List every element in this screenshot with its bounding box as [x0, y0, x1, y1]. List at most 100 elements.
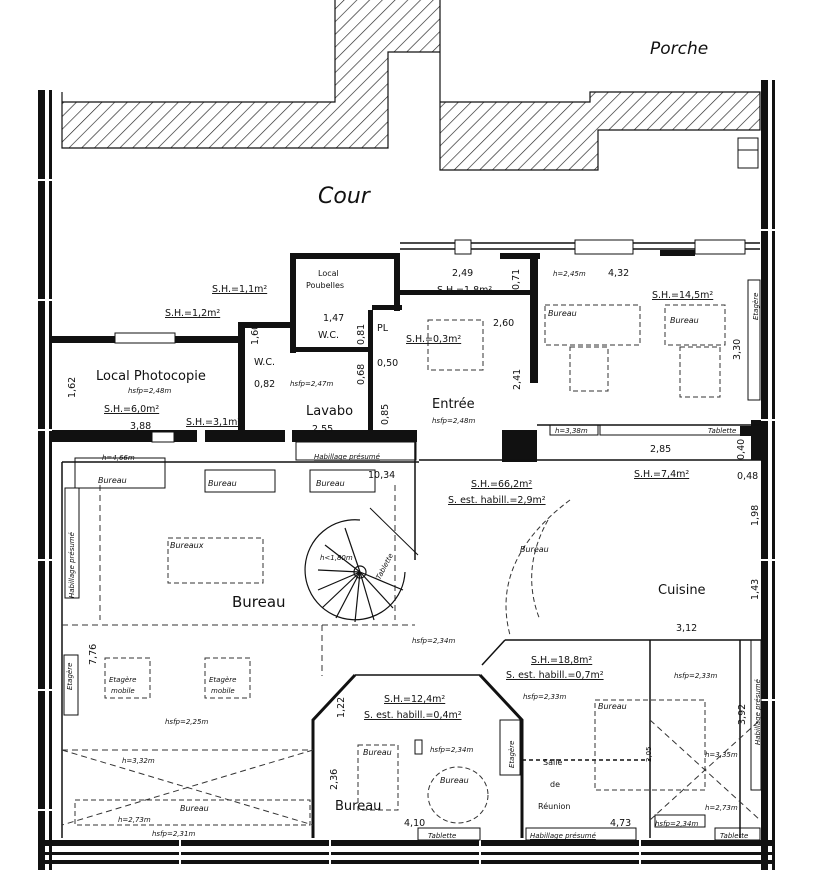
furniture-solid [63, 279, 762, 841]
svg-text:h=3,35m: h=3,35m [705, 751, 738, 759]
svg-text:hsfp=2,31m: hsfp=2,31m [152, 830, 195, 838]
svg-text:hsfp=2,47m: hsfp=2,47m [290, 380, 333, 388]
svg-text:h=2,73m: h=2,73m [705, 804, 738, 812]
room-salle-de-reunion: Salle [543, 758, 562, 767]
svg-text:hsfp=2,34m: hsfp=2,34m [430, 746, 473, 754]
svg-text:hsfp=2,25m: hsfp=2,25m [165, 718, 208, 726]
svg-text:mobile: mobile [111, 687, 135, 695]
svg-text:Réunion: Réunion [538, 801, 570, 811]
svg-text:1,98: 1,98 [750, 505, 761, 526]
hatched-neighbour-building [61, 0, 761, 171]
room-bureau-small: Bureau [335, 799, 381, 814]
svg-text:0,68: 0,68 [356, 364, 367, 385]
svg-text:Bureau: Bureau [180, 804, 209, 813]
svg-text:h=4,66m: h=4,66m [102, 454, 135, 462]
furniture-outlines [74, 304, 726, 826]
svg-text:Bureau: Bureau [316, 479, 345, 488]
svg-text:h=3,38m: h=3,38m [555, 427, 588, 435]
svg-text:Tablette: Tablette [375, 552, 395, 581]
svg-text:hsfp=2,48m: hsfp=2,48m [128, 387, 171, 395]
svg-text:0,81: 0,81 [356, 324, 367, 345]
labels: Porche Cour Local Poubelles S.H.=1,1m² S… [66, 39, 762, 840]
svg-text:Bureau: Bureau [520, 545, 549, 554]
svg-text:3,30: 3,30 [732, 339, 743, 360]
svg-text:Bureau: Bureau [548, 309, 577, 318]
svg-text:Etagère: Etagère [109, 676, 136, 684]
svg-text:10,34: 10,34 [368, 470, 395, 481]
interior-walls [52, 250, 765, 462]
svg-text:0,85: 0,85 [380, 404, 391, 425]
svg-text:7,76: 7,76 [88, 644, 99, 665]
svg-text:Tablette: Tablette [708, 427, 736, 435]
svg-text:S.H.=0,3m²: S.H.=0,3m² [406, 334, 461, 345]
svg-text:0,82: 0,82 [254, 379, 275, 390]
svg-text:hsfp=2,48m: hsfp=2,48m [432, 417, 475, 425]
svg-text:hsfp=2,33m: hsfp=2,33m [674, 672, 717, 680]
svg-text:S.H.=18,8m²: S.H.=18,8m² [531, 655, 592, 666]
svg-text:3,88: 3,88 [130, 421, 151, 432]
room-wc-2: W.C. [254, 357, 275, 368]
spiral-staircase [304, 507, 419, 623]
svg-text:0,48: 0,48 [737, 471, 758, 482]
svg-text:Habillage présumé: Habillage présumé [314, 453, 381, 461]
svg-text:Etagère: Etagère [752, 293, 760, 320]
svg-text:mobile: mobile [211, 687, 235, 695]
svg-text:4,10: 4,10 [404, 818, 425, 829]
svg-text:S.H.=66,2m²: S.H.=66,2m² [471, 479, 532, 490]
area-label: S.H.=1,1m² [212, 284, 267, 295]
svg-text:S.H.=14,5m²: S.H.=14,5m² [652, 290, 713, 301]
outer-walls [38, 80, 775, 870]
svg-text:Tablette: Tablette [428, 832, 456, 840]
svg-text:Habillage présumé: Habillage présumé [754, 678, 762, 745]
svg-text:1,22: 1,22 [336, 697, 347, 718]
svg-text:S.H.=12,4m²: S.H.=12,4m² [384, 694, 445, 705]
svg-text:Habillage présumé: Habillage présumé [68, 531, 76, 598]
svg-text:0,40: 0,40 [736, 439, 747, 460]
porche-label: Porche [650, 39, 708, 59]
room-bureau: Bureau [232, 593, 286, 611]
svg-text:2,85: 2,85 [650, 444, 671, 455]
svg-text:1,47: 1,47 [323, 313, 344, 324]
room-wc: W.C. [318, 330, 339, 341]
svg-text:h=2,73m: h=2,73m [118, 816, 151, 824]
porch-step [737, 137, 759, 169]
svg-text:S.H.=1,2m²: S.H.=1,2m² [165, 308, 220, 319]
svg-text:Tablette: Tablette [720, 832, 748, 840]
svg-text:de: de [550, 780, 560, 789]
svg-text:h=3,32m: h=3,32m [122, 757, 155, 765]
svg-text:2,05: 2,05 [645, 746, 653, 762]
svg-text:PL: PL [377, 323, 389, 334]
svg-text:2,49: 2,49 [452, 268, 473, 279]
svg-text:Bureau: Bureau [670, 316, 699, 325]
svg-text:hsfp=2,33m: hsfp=2,33m [523, 693, 566, 701]
svg-text:Bureau: Bureau [98, 476, 127, 485]
svg-text:3,92: 3,92 [737, 704, 748, 725]
svg-text:3,12: 3,12 [676, 623, 697, 634]
svg-text:Bureau: Bureau [598, 702, 627, 711]
svg-text:S.H.=7,4m²: S.H.=7,4m² [634, 469, 689, 480]
svg-text:1,60: 1,60 [250, 324, 261, 345]
svg-text:S.H.=1,8m²: S.H.=1,8m² [437, 285, 492, 296]
svg-text:0,71: 0,71 [511, 269, 522, 290]
svg-text:Bureaux: Bureaux [170, 541, 204, 550]
svg-text:hsfp=2,34m: hsfp=2,34m [655, 820, 698, 828]
svg-text:hsfp=2,34m: hsfp=2,34m [412, 637, 455, 645]
svg-text:S. est. habill.=0,7m²: S. est. habill.=0,7m² [506, 670, 604, 681]
svg-text:1,43: 1,43 [750, 579, 761, 600]
svg-text:S.H.=3,1m²: S.H.=3,1m² [186, 417, 241, 428]
svg-text:Etagère: Etagère [508, 741, 516, 768]
svg-text:S.H.=6,0m²: S.H.=6,0m² [104, 404, 159, 415]
svg-text:h<1,80m: h<1,80m [320, 554, 353, 562]
svg-text:2,55: 2,55 [312, 424, 333, 435]
svg-text:2,60: 2,60 [493, 318, 514, 329]
partitions [61, 242, 761, 838]
ceiling-lines [61, 485, 761, 826]
room-cuisine: Cuisine [658, 583, 706, 598]
svg-text:1,62: 1,62 [67, 377, 78, 398]
svg-text:2,36: 2,36 [329, 769, 340, 790]
room-local-photocopie: Local Photocopie [96, 369, 206, 384]
svg-text:Etagère: Etagère [209, 676, 236, 684]
svg-text:Etagère: Etagère [66, 663, 74, 690]
svg-text:Bureau: Bureau [440, 776, 469, 785]
